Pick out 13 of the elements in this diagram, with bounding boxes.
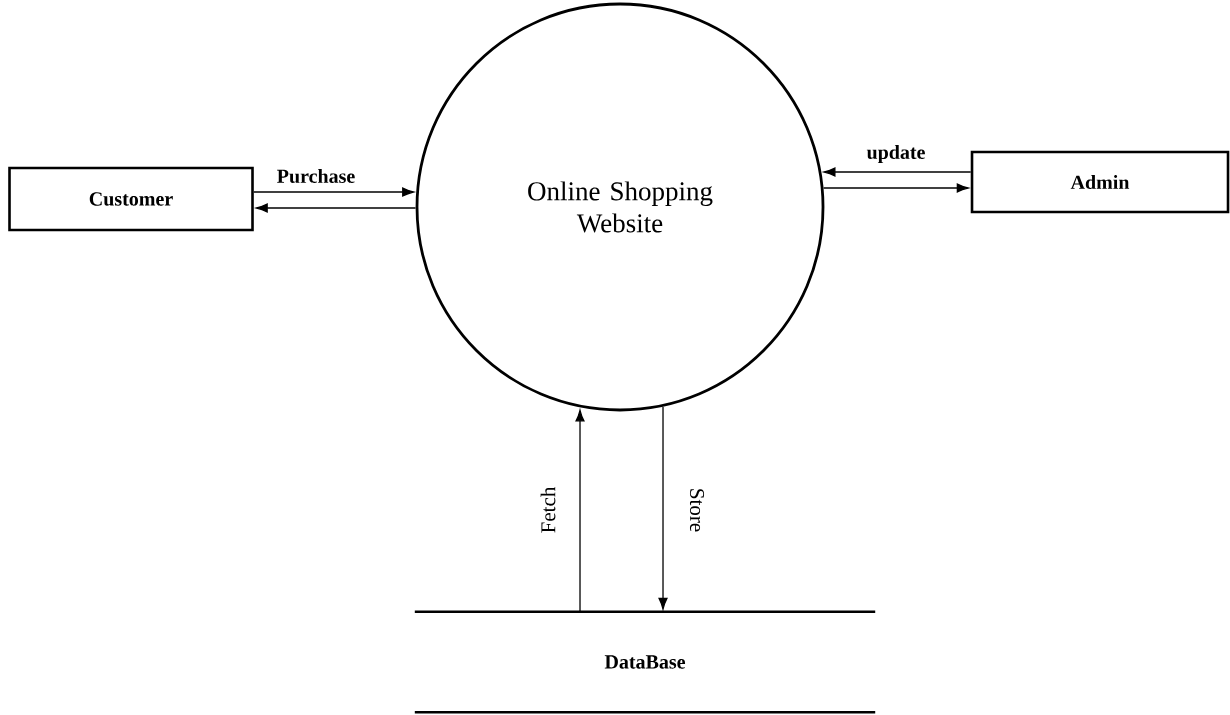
arrow (575, 409, 585, 613)
edge-label: Fetch (539, 485, 557, 535)
data-store: DataBase (414, 610, 876, 714)
arrow (255, 203, 417, 213)
edge-label: update (865, 143, 927, 165)
arrow (823, 167, 972, 177)
edge-label: Purchase (275, 167, 357, 185)
entity-box: Customer (8, 166, 254, 232)
entity-box: Admin (970, 150, 1230, 214)
arrow (253, 187, 414, 197)
edge-label: Store (688, 486, 706, 534)
arrow (658, 406, 668, 610)
arrow (822, 183, 969, 193)
